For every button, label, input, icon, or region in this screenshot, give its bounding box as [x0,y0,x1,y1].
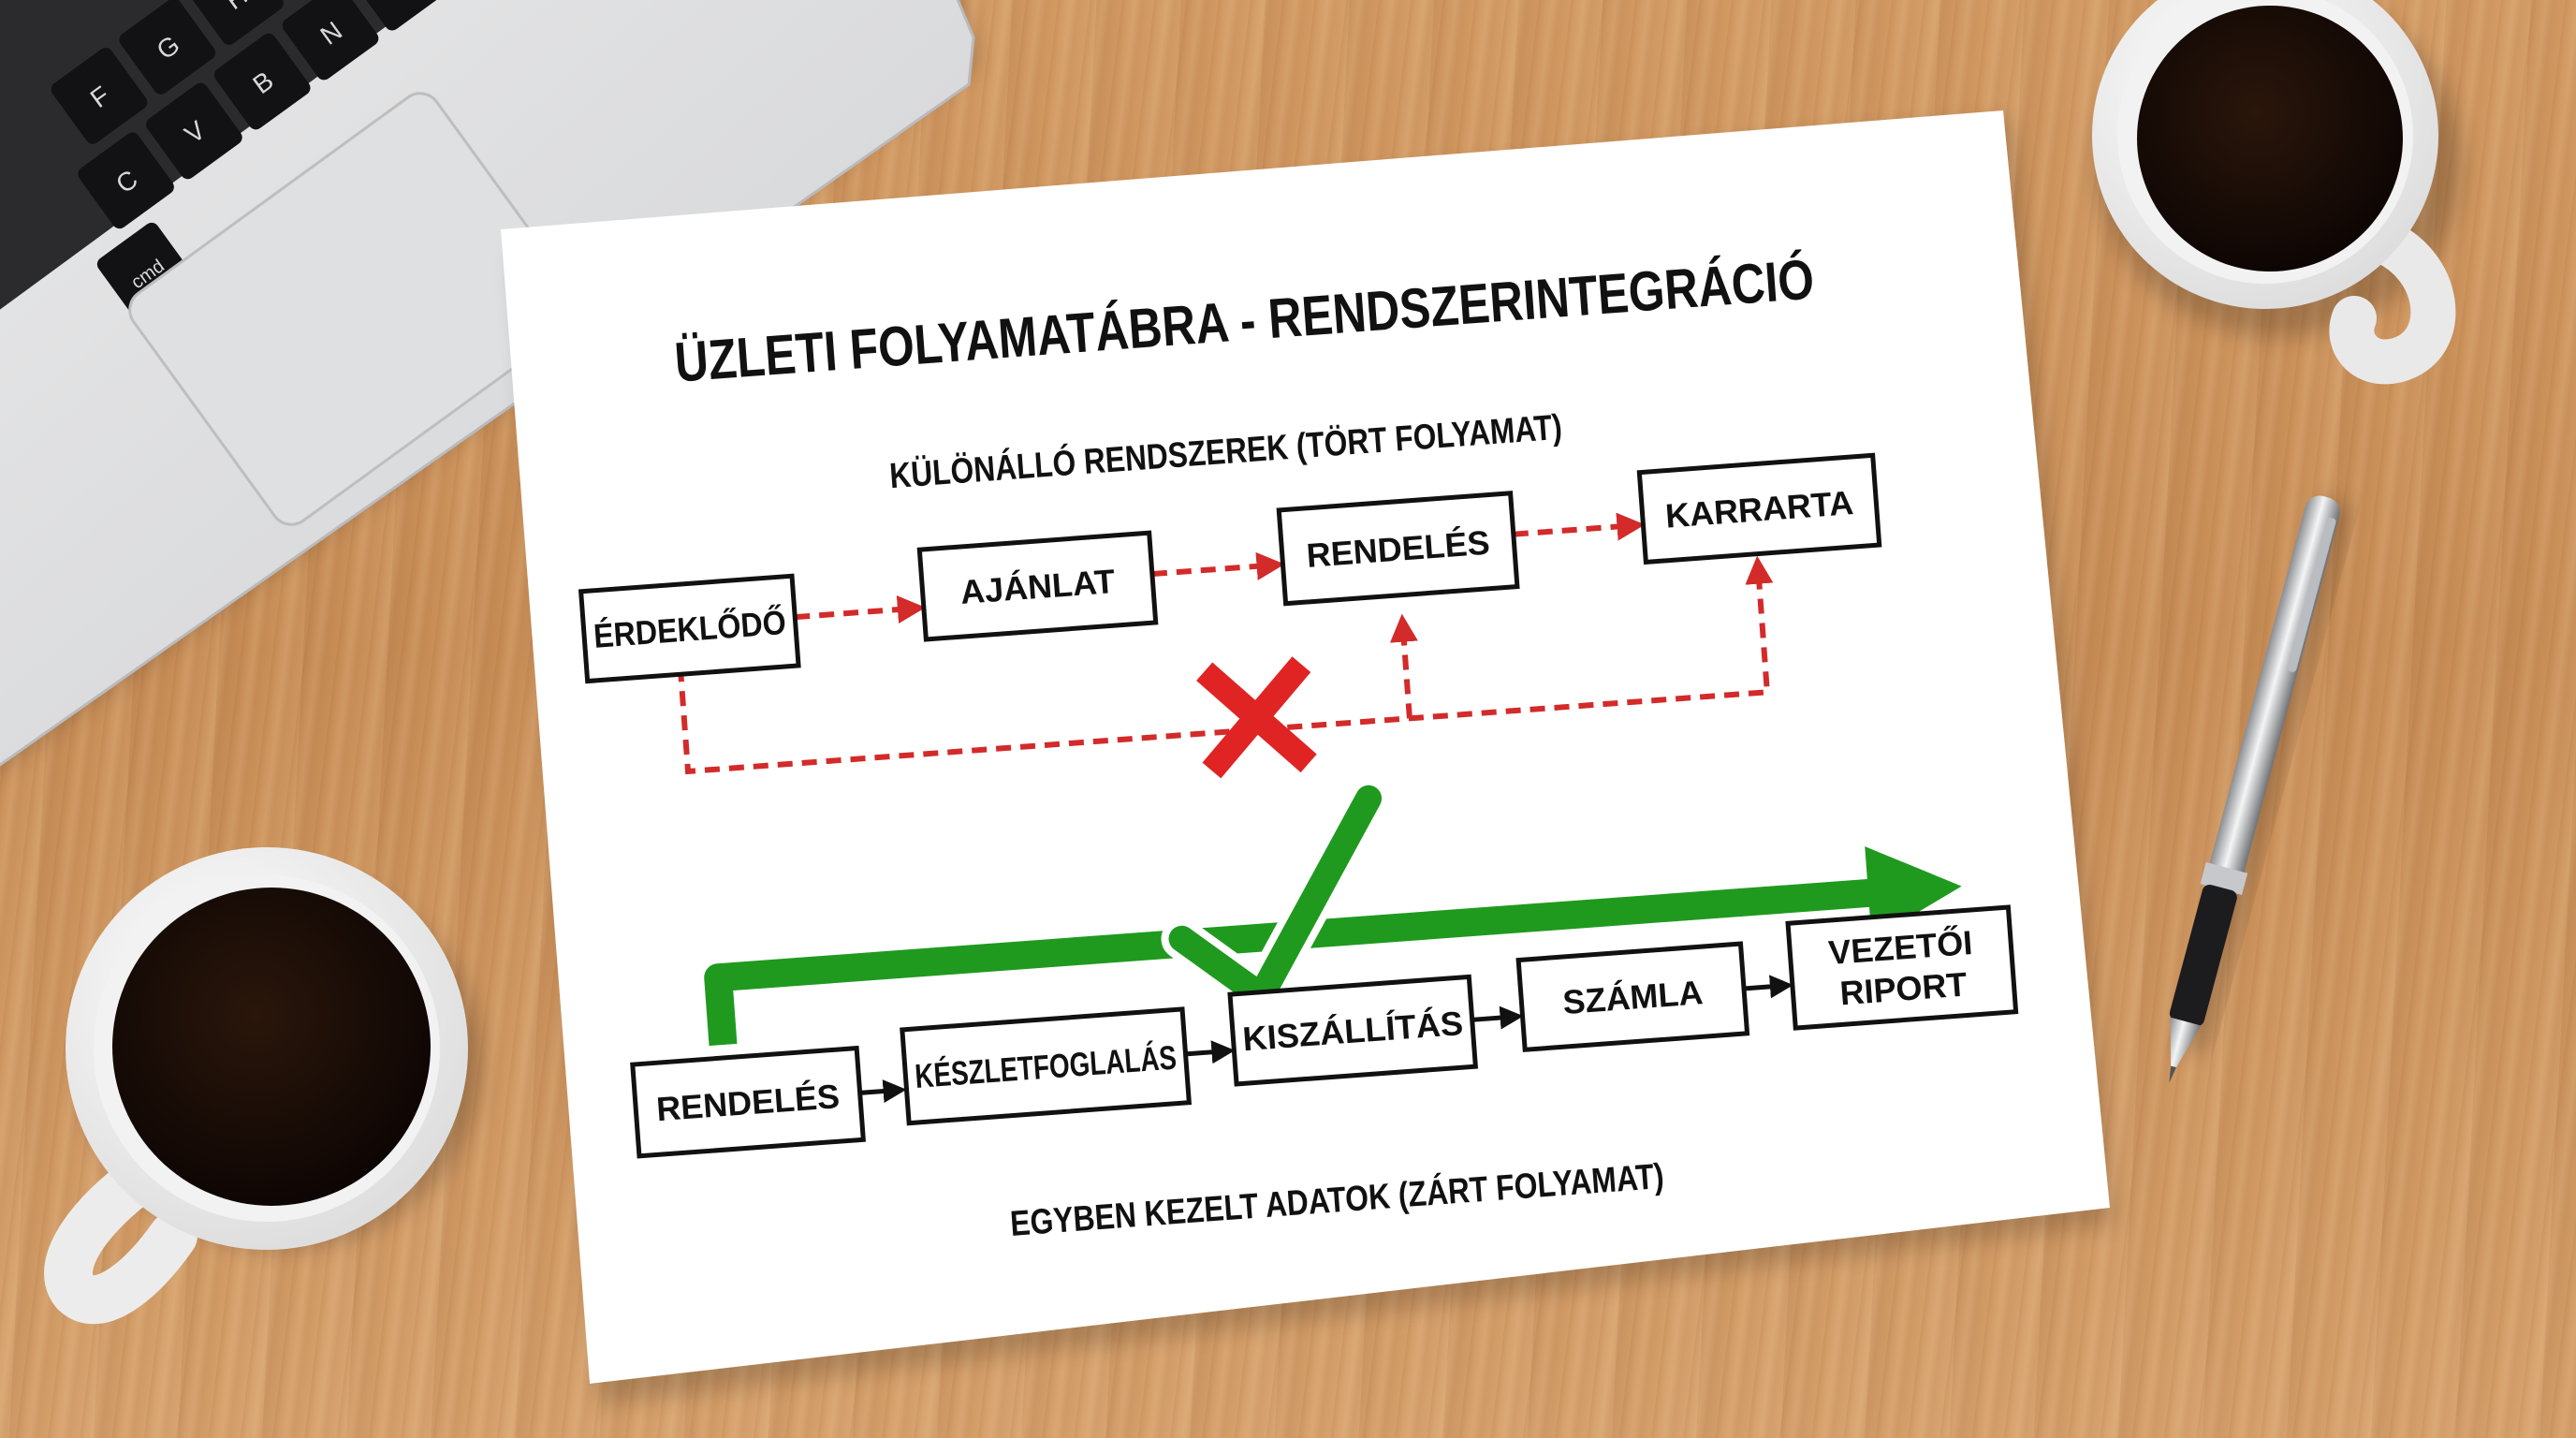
broken-flow-node-1: ÉRDEKLŐDŐ [581,576,798,681]
integrated-flow-node-2: KÉSZLETFOGLALÁS [902,1009,1190,1123]
broken-flow-node-3: RENDELÉS [1279,493,1517,604]
integrated-flow-node-box [1788,907,2016,1028]
integrated-arrow-4 [1744,985,1789,989]
integrated-flow-node-4: SZÁMLA [1518,944,1747,1049]
broken-flow-node-2: AJÁNLAT [919,533,1155,639]
integrated-flow-node-1: RENDELÉS [633,1049,864,1156]
integrated-arrow-1 [860,1090,902,1093]
coffee-cup-top-right [2092,0,2462,361]
pen [2148,492,2356,1091]
integrated-flow-node-3: KISZÁLLÍTÁS [1230,976,1475,1083]
broken-flow-node-4: KARRARTA [1639,455,1879,562]
integrated-arrow-2 [1186,1050,1231,1054]
integrated-flow-node-5: VEZETŐIRIPORT [1788,907,2016,1028]
coffee-cup-bottom-left [66,847,482,1299]
